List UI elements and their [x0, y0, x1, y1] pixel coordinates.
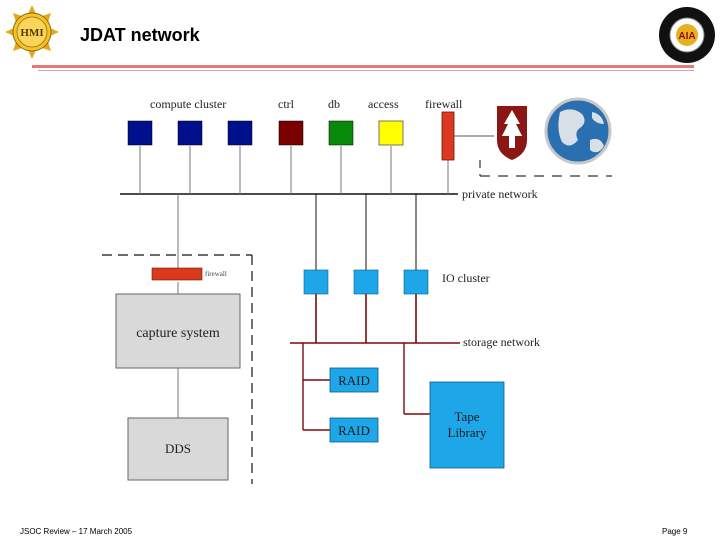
- io-node-3: [403, 269, 429, 295]
- access-node: [378, 120, 404, 146]
- label-raid-1: RAID: [338, 373, 370, 388]
- label-storage-network: storage network: [463, 335, 540, 349]
- label-library: Library: [448, 425, 487, 440]
- label-firewall: firewall: [425, 97, 463, 111]
- label-raid-2: RAID: [338, 423, 370, 438]
- label-io-cluster: IO cluster: [442, 271, 490, 285]
- io-node-2: [353, 269, 379, 295]
- label-dds: DDS: [165, 441, 191, 456]
- raid-box-2: [329, 417, 379, 443]
- svg-text:AIA: AIA: [678, 31, 695, 42]
- dds-box: [127, 417, 229, 481]
- header-rule-thin: [38, 70, 694, 71]
- db-node: [328, 120, 354, 146]
- label-capture-system: capture system: [136, 326, 220, 341]
- label-private-network: private network: [462, 187, 538, 201]
- raid-box-1: [329, 367, 379, 393]
- firewall-main: [441, 111, 455, 161]
- tape-library-box: [429, 381, 505, 469]
- compute-node-3: [227, 120, 253, 146]
- footer-page-number: Page 9: [662, 527, 688, 536]
- header-rule: [32, 65, 694, 68]
- hmi-logo-icon: HMI: [5, 5, 59, 59]
- globe-icon: [544, 97, 612, 165]
- label-access: access: [368, 97, 399, 111]
- page-title: JDAT network: [80, 25, 200, 45]
- firewall-capture: [151, 267, 203, 281]
- capture-system-box: [115, 293, 241, 369]
- footer-review: JSOC Review – 17 March 2005: [20, 527, 133, 536]
- label-ctrl: ctrl: [278, 97, 295, 111]
- stanford-logo-icon: [497, 106, 527, 160]
- label-compute-cluster: compute cluster: [150, 97, 226, 111]
- label-firewall-capture: firewall: [205, 270, 227, 278]
- compute-node-1: [127, 120, 153, 146]
- aia-logo-icon: AIA: [659, 7, 715, 63]
- compute-node-2: [177, 120, 203, 146]
- ctrl-node: [278, 120, 304, 146]
- svg-text:HMI: HMI: [20, 27, 43, 39]
- io-node-1: [303, 269, 329, 295]
- label-tape: Tape: [454, 409, 479, 424]
- label-db: db: [328, 97, 340, 111]
